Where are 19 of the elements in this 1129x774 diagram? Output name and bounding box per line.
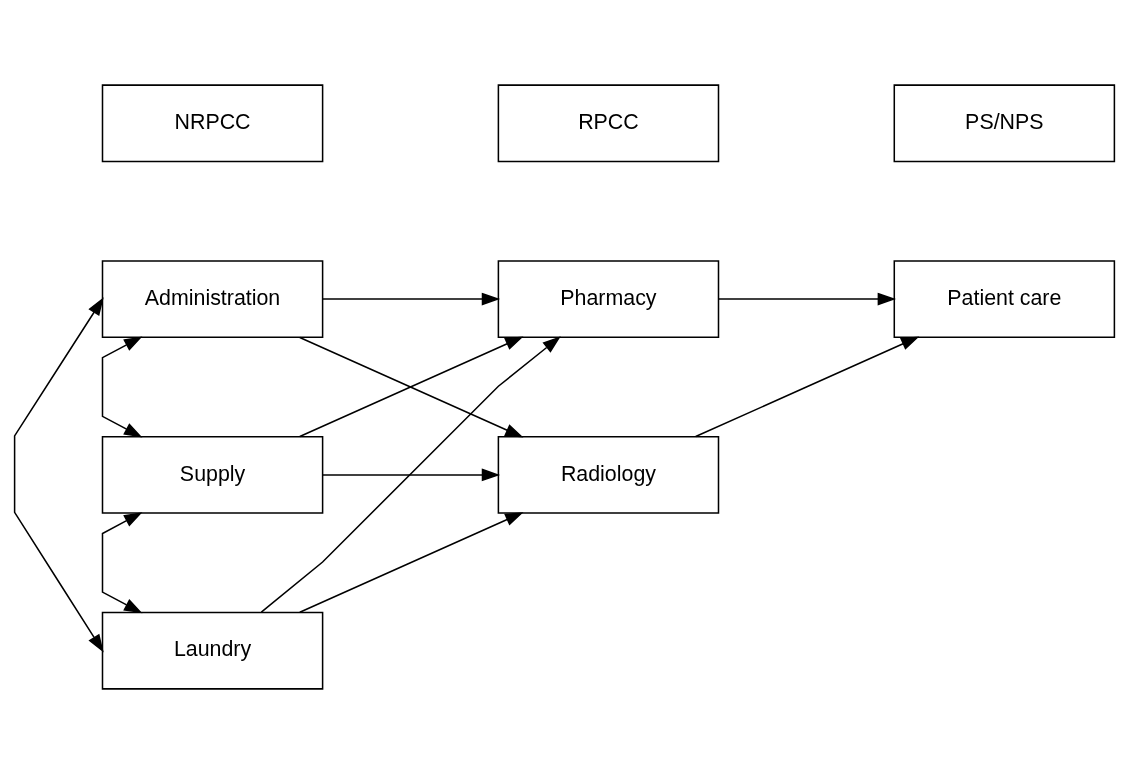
node-box: PS/NPS [893, 84, 1116, 163]
node-box: Supply [101, 435, 324, 514]
arrow [299, 512, 524, 614]
arrow [322, 292, 501, 306]
node-box: Pharmacy [497, 260, 720, 339]
arrow [13, 297, 104, 653]
arrow [718, 292, 896, 306]
arrow [260, 336, 561, 613]
node-box: RPCC [497, 84, 720, 163]
node-box: Administration [101, 260, 324, 339]
node-box: Laundry [101, 611, 324, 690]
arrow [101, 512, 143, 614]
arrow [694, 336, 920, 438]
node-box: Patient care [893, 260, 1116, 339]
node-box: NRPCC [101, 84, 324, 163]
arrow [322, 468, 501, 482]
arrow [299, 336, 524, 438]
arrow [101, 336, 143, 438]
node-box: Radiology [497, 435, 720, 514]
